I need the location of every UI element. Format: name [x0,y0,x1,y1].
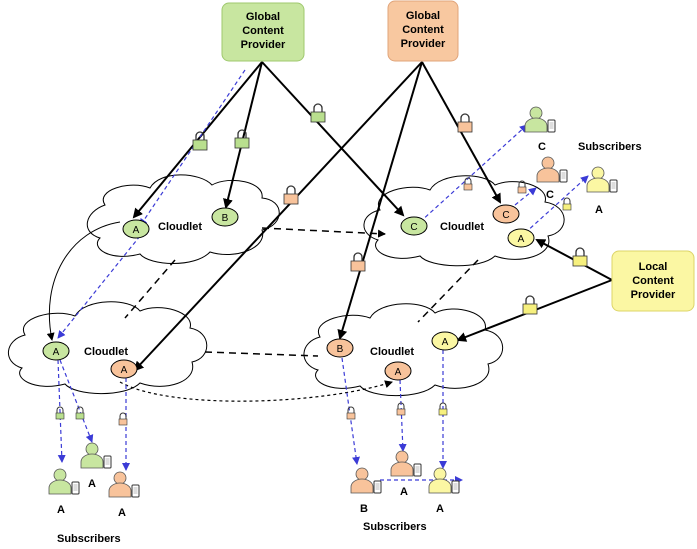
subscriber-label: C [546,189,554,201]
local-provider-yellow: Local Content Provider [611,250,695,312]
subscribers-heading: Subscribers [363,521,427,533]
global-provider-orange: Global Content Provider [387,0,459,62]
svg-text:A: A [395,367,402,378]
svg-text:Provider: Provider [241,39,286,51]
cache-node: A [384,361,412,381]
svg-text:Local: Local [639,261,668,273]
cloudlet-label: Cloudlet [440,221,484,233]
cache-node: A [122,219,150,239]
cache-node: A [507,228,535,248]
subscriber-links [57,69,589,484]
cloudlet-label: Cloudlet [158,221,202,233]
svg-text:Content: Content [632,275,674,287]
subscriber-label: A [595,204,603,216]
cache-node: B [326,338,354,358]
global-provider-green: Global Content Provider [221,2,305,62]
subscriber-label: C [538,141,546,153]
svg-text:B: B [222,213,229,224]
svg-text:C: C [502,210,509,221]
cloudlet-label: Cloudlet [370,346,414,358]
cache-node: C [492,204,520,224]
subscriber-label: B [360,503,368,515]
cloudlet-label: Cloudlet [84,346,128,358]
svg-text:A: A [518,234,525,245]
cache-node: B [211,207,239,227]
svg-text:Content: Content [242,25,284,37]
svg-text:Global: Global [246,11,280,23]
subscriber-label: A [118,507,126,519]
subscriber-label: A [436,503,444,515]
svg-text:Content: Content [402,24,444,36]
svg-text:B: B [337,344,344,355]
svg-text:A: A [133,225,140,236]
subscriber-label: A [400,486,408,498]
subscriber-label: A [57,504,65,516]
svg-text:Global: Global [406,10,440,22]
svg-text:A: A [121,365,128,376]
svg-text:A: A [53,347,60,358]
svg-text:Provider: Provider [631,289,676,301]
svg-text:A: A [442,337,449,348]
cache-node: C [400,216,428,236]
subscriber-label: A [88,478,96,490]
cache-node: A [110,359,138,379]
cloudlet-interlinks [46,221,479,402]
svg-text:C: C [410,222,417,233]
subscribers-heading: Subscribers [578,141,642,153]
svg-text:Provider: Provider [401,38,446,50]
cache-node: A [42,341,70,361]
cache-node: A [431,331,459,351]
subscribers-heading: Subscribers [57,533,121,545]
